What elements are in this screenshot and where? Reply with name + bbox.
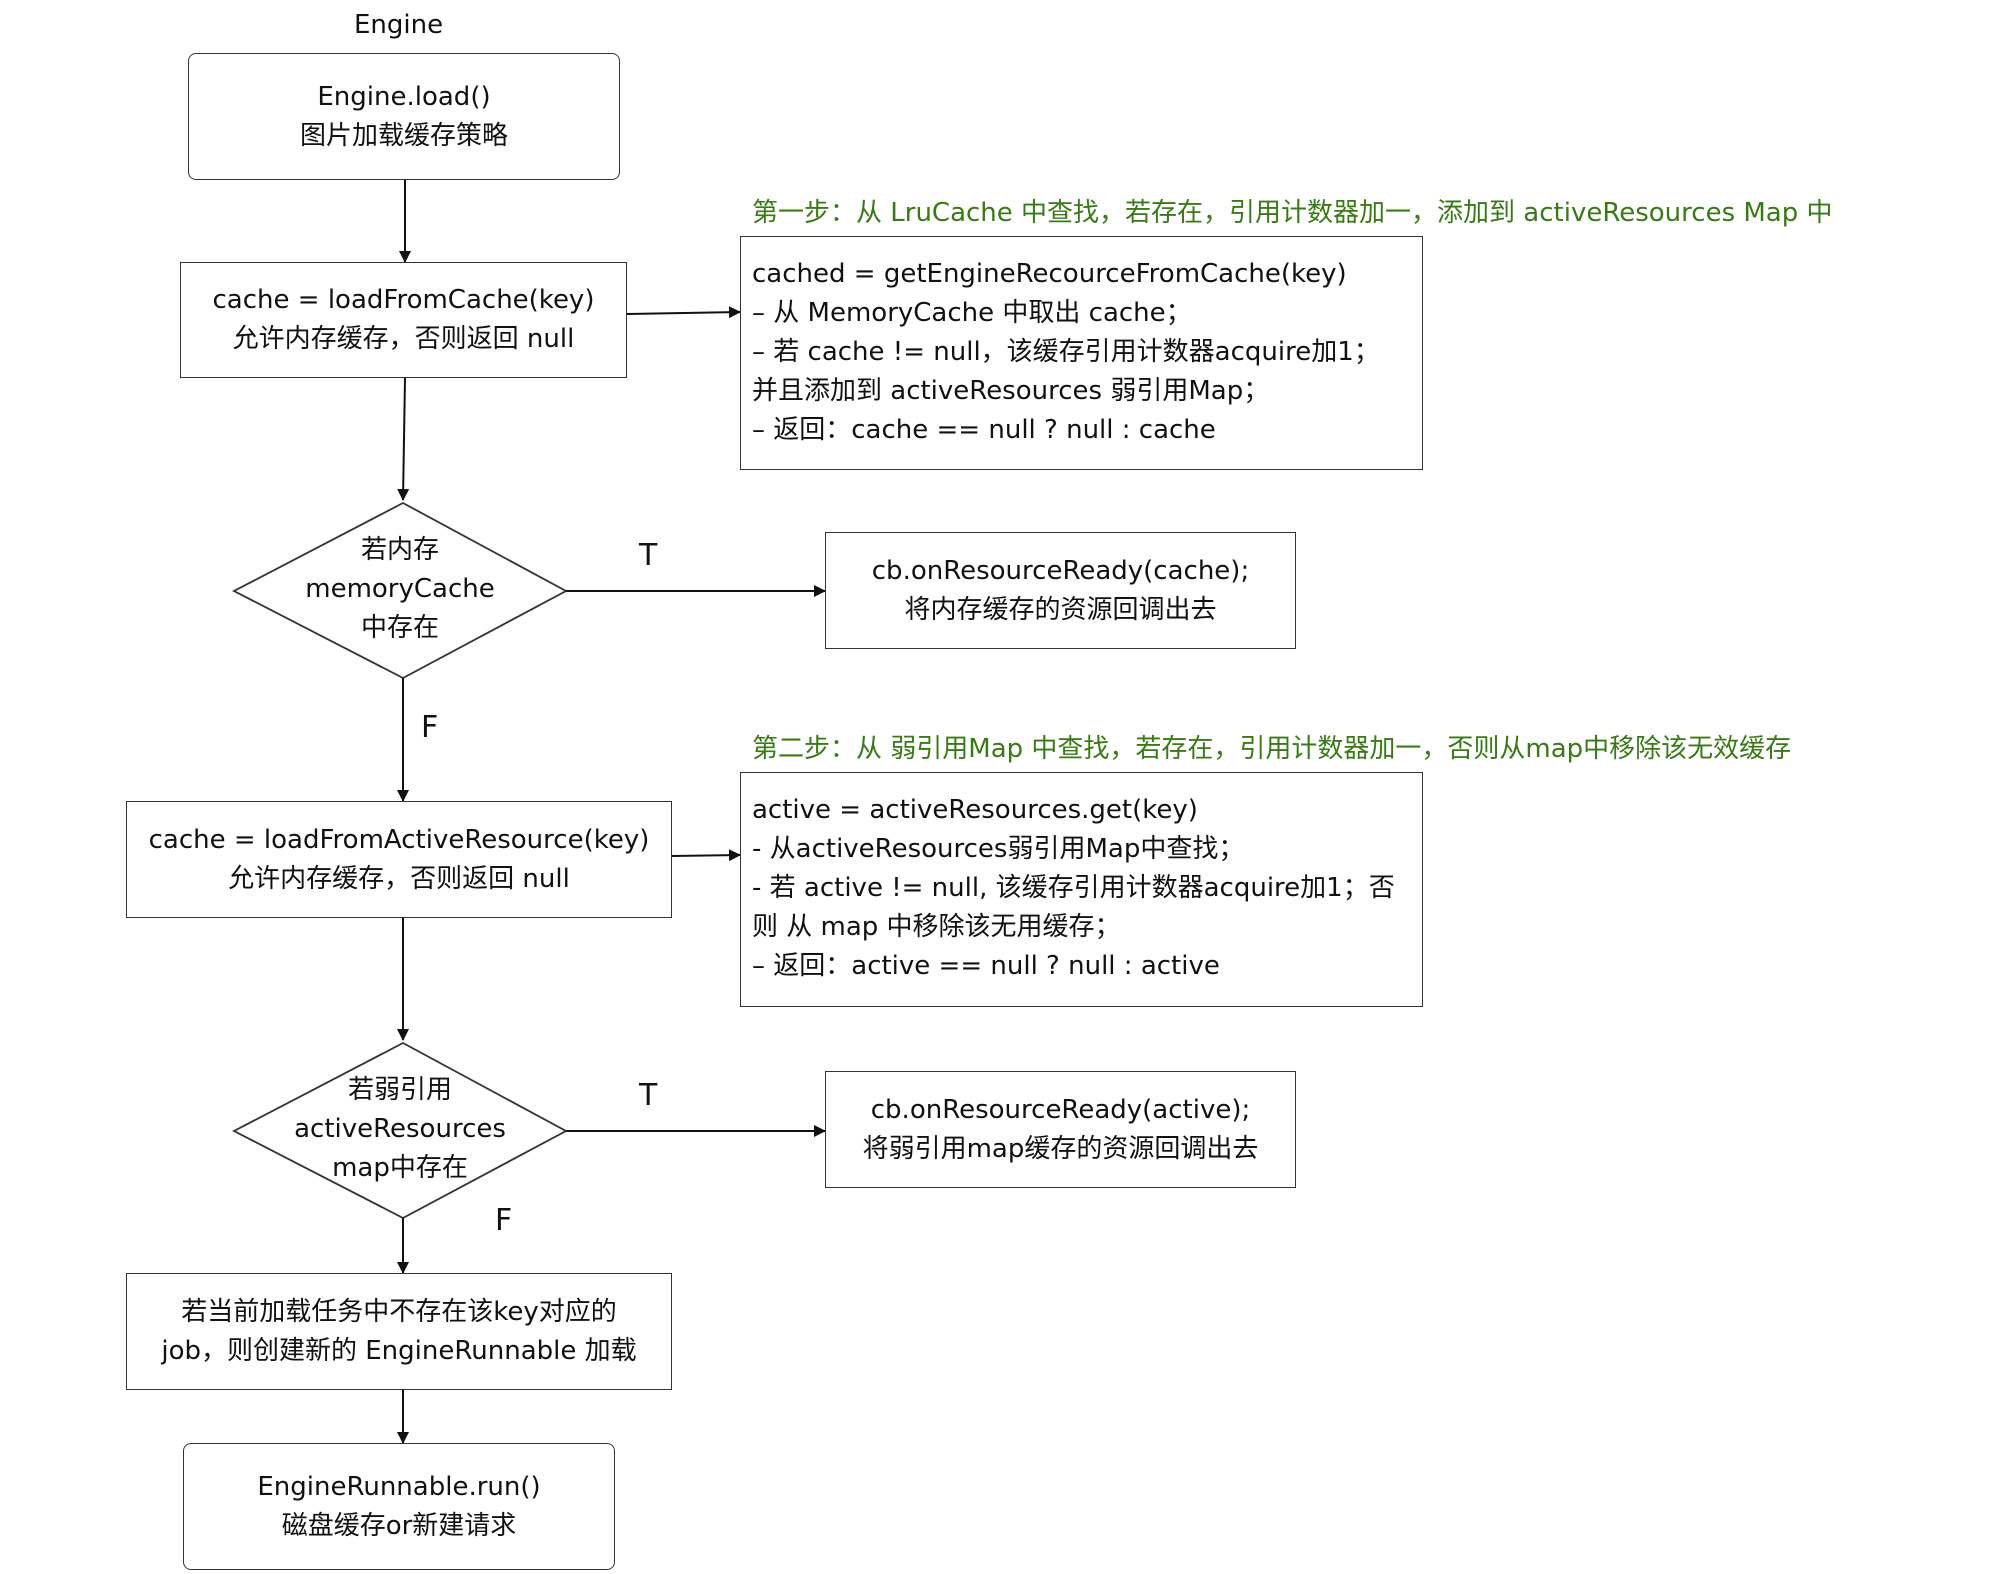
edge-cache-to-note1 — [626, 306, 741, 319]
true-label-2: T — [639, 1078, 658, 1113]
decision-active-resources: 若弱引用 activeResources map中存在 — [234, 1071, 566, 1188]
engine-load-node: Engine.load() 图片加载缓存策略 — [188, 53, 620, 180]
step2-label: 第二步：从 弱引用Map 中查找，若存在，引用计数器加一，否则从map中移除该无… — [752, 734, 1792, 764]
step2-note-line: active = activeResources.get(key) — [752, 795, 1198, 825]
decision-active-resources-line1: 若弱引用 — [347, 1075, 452, 1105]
edge-cache-to-decision1 — [397, 377, 410, 501]
resource-ready-cache-line1: cb.onResourceReady(cache); — [871, 555, 1250, 586]
step1-note-line: 并且添加到 activeResources 弱引用Map； — [752, 376, 1270, 406]
engine-runnable-run-node: EngineRunnable.run() 磁盘缓存or新建请求 — [183, 1443, 615, 1570]
load-from-cache-line1: cache = loadFromCache(key) — [212, 285, 595, 315]
step1-note-line: – 若 cache != null，该缓存引用计数器acquire加1； — [752, 337, 1380, 367]
step1-note: cached = getEngineRecourceFromCache(key)… — [740, 236, 1423, 470]
load-from-active-line2: 允许内存缓存，否则返回 null — [228, 863, 570, 894]
step2-note-line: – 返回：active == null ? null : active — [752, 951, 1220, 981]
decision-active-resources-line3: map中存在 — [332, 1153, 468, 1183]
resource-ready-cache-line2: 将内存缓存的资源回调出去 — [904, 594, 1217, 625]
step2-note: active = activeResources.get(key) - 从act… — [740, 772, 1423, 1007]
load-from-cache-node: cache = loadFromCache(key) 允许内存缓存，否则返回 n… — [180, 262, 627, 378]
load-from-active-line1: cache = loadFromActiveResource(key) — [148, 824, 650, 855]
create-engine-runnable-node: 若当前加载任务中不存在该key对应的 job，则创建新的 EngineRunna… — [126, 1273, 672, 1390]
step1-note-line: cached = getEngineRecourceFromCache(key) — [752, 259, 1347, 289]
engine-runnable-run-line1: EngineRunnable.run() — [257, 1471, 541, 1502]
edge-active-to-note2 — [671, 849, 741, 862]
step1-note-line: – 返回：cache == null ? null : cache — [752, 415, 1216, 445]
resource-ready-active-line2: 将弱引用map缓存的资源回调出去 — [862, 1133, 1259, 1164]
engine-load-line1: Engine.load() — [317, 81, 491, 112]
false-label-1: F — [421, 710, 439, 745]
resource-ready-active-line1: cb.onResourceReady(active); — [870, 1094, 1251, 1125]
false-label-2: F — [495, 1203, 513, 1238]
step2-note-line: - 从activeResources弱引用Map中查找； — [752, 834, 1245, 864]
create-engine-runnable-line1: 若当前加载任务中不存在该key对应的 — [181, 1296, 617, 1327]
diagram-title: Engine — [354, 10, 444, 40]
decision-memory-cache-line1: 若内存 — [360, 535, 439, 565]
step1-label: 第一步：从 LruCache 中查找，若存在，引用计数器加一，添加到 activ… — [752, 198, 1833, 228]
decision-active-resources-line2: activeResources — [294, 1114, 506, 1144]
engine-load-line2: 图片加载缓存策略 — [299, 120, 508, 151]
engine-runnable-run-line2: 磁盘缓存or新建请求 — [281, 1510, 517, 1541]
load-from-active-node: cache = loadFromActiveResource(key) 允许内存… — [126, 801, 672, 918]
resource-ready-cache-node: cb.onResourceReady(cache); 将内存缓存的资源回调出去 — [825, 532, 1296, 649]
resource-ready-active-node: cb.onResourceReady(active); 将弱引用map缓存的资源… — [825, 1071, 1296, 1188]
step2-note-line: 则 从 map 中移除该无用缓存； — [752, 912, 1121, 942]
create-engine-runnable-line2: job，则创建新的 EngineRunnable 加载 — [161, 1335, 637, 1366]
decision-memory-cache-line3: 中存在 — [360, 613, 439, 643]
decision-memory-cache: 若内存 memoryCache 中存在 — [234, 531, 566, 648]
step2-note-line: - 若 active != null, 该缓存引用计数器acquire加1；否 — [752, 873, 1395, 903]
true-label-1: T — [639, 538, 658, 573]
load-from-cache-line2: 允许内存缓存，否则返回 null — [232, 324, 575, 354]
step1-note-line: – 从 MemoryCache 中取出 cache； — [752, 298, 1192, 328]
decision-memory-cache-line2: memoryCache — [305, 574, 495, 604]
